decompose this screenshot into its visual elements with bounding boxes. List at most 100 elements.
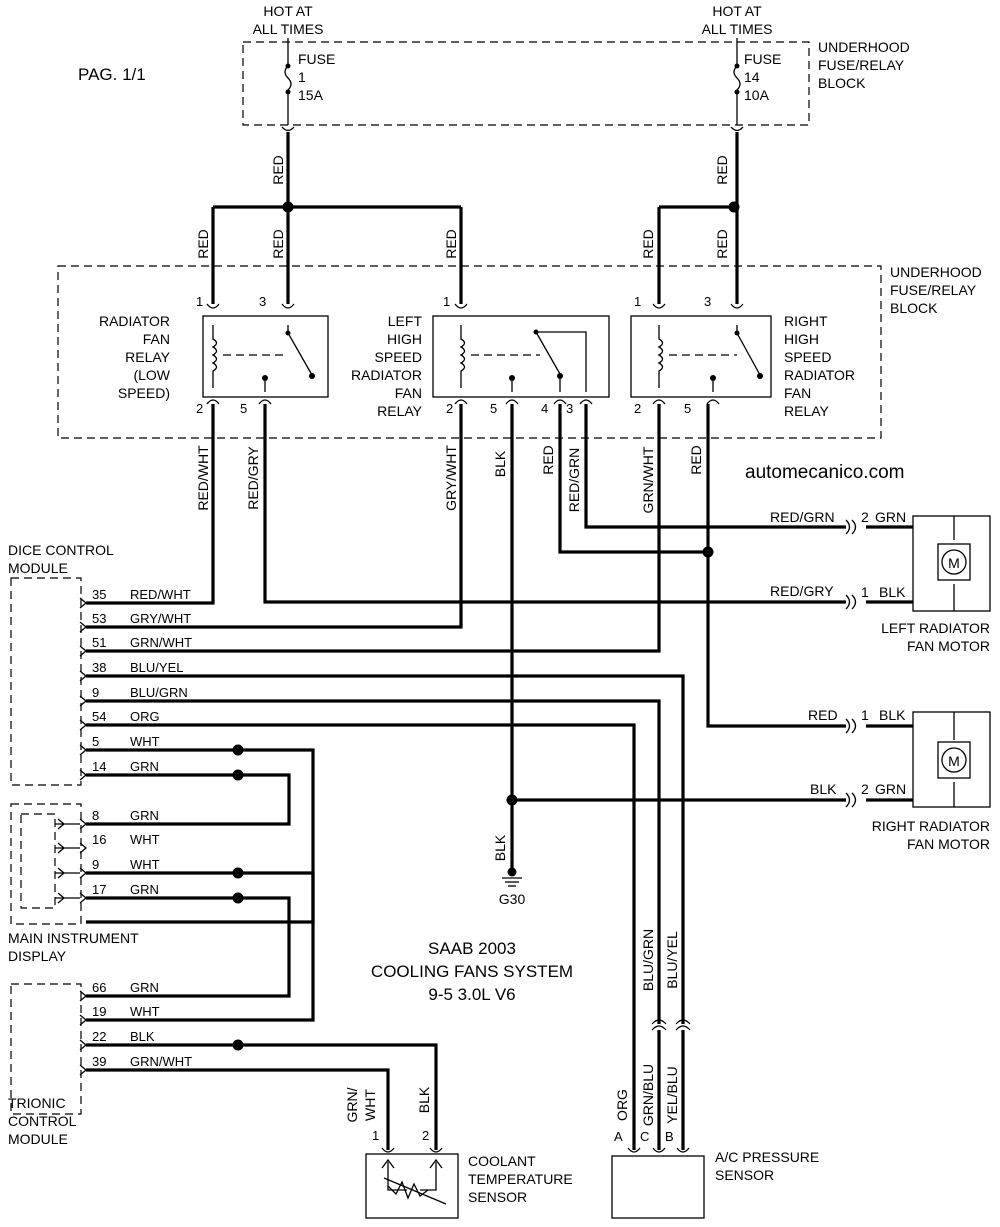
ground-g30: G30 (499, 867, 526, 907)
module-pin-color: ORG (130, 709, 160, 724)
module-pin-number: 35 (92, 587, 106, 602)
hot-label-left: HOT AT ALL TIMES (253, 3, 324, 37)
relay-block-label: UNDERHOOD FUSE/RELAY BLOCK (890, 264, 982, 316)
splice-dot (282, 201, 294, 213)
wire-label: BLK (810, 781, 837, 797)
relay-left-high-speed: LEFT HIGH SPEED RADIATOR FAN RELAY 1 2 5… (351, 294, 610, 419)
motor-pin-color: GRN (875, 781, 906, 797)
module-pin-number: 9 (92, 857, 99, 872)
module-pin-color: WHT (130, 857, 160, 872)
relay-right-l2: HIGH (784, 331, 819, 347)
watermark: automecanico.com (745, 462, 904, 483)
fuse-14-rating: 10A (744, 87, 770, 103)
module-pin-color: WHT (130, 1004, 160, 1019)
module-pin-row: 35 RED/WHT (79, 587, 191, 609)
ac-pressure-sensor: A C B A/C PRESSURE SENSOR (611, 1129, 819, 1219)
wire-label: BLK (492, 450, 508, 477)
module-pin-color: RED/WHT (130, 587, 191, 602)
wire-label: RED (640, 229, 656, 259)
pin-label: 3 (704, 294, 711, 309)
module-pin-color: GRY/WHT (130, 611, 191, 626)
instrument-input-arrow (55, 867, 80, 879)
wire-label: BLU/YEL (664, 931, 680, 989)
coolant-label-2: TEMPERATURE (468, 1171, 573, 1187)
wire-label: RED (808, 707, 838, 723)
wire-label: RED/GRY (770, 583, 834, 599)
relay-left-l4: RADIATOR (351, 367, 422, 383)
ub-line-1: UNDERHOOD (818, 39, 910, 55)
pin-label: B (665, 1129, 674, 1144)
module-pin-number: 51 (92, 635, 106, 650)
module-pin-number: 19 (92, 1004, 106, 1019)
motor-symbol: M (948, 753, 960, 769)
module-pin-number: 17 (92, 882, 106, 897)
wire-label: ORG (614, 1089, 630, 1121)
pin-label: 2 (446, 401, 453, 416)
module-pin-number: 39 (92, 1054, 106, 1069)
motor-pin: 2 (861, 509, 869, 525)
wire-labels: RED RED RED RED RED RED RED RED/WHT RED/… (195, 155, 838, 1126)
module-pin-row: 22 BLK (79, 1029, 155, 1051)
pin-label: 2 (634, 401, 641, 416)
relay-block-outline (57, 265, 882, 439)
module-pin-number: 14 (92, 759, 106, 774)
pin-label: 3 (566, 401, 573, 416)
instrument-input-arrow (55, 818, 80, 830)
rb-line-3: BLOCK (890, 300, 938, 316)
splice-dot (232, 1039, 244, 1051)
pin-label: 1 (196, 294, 203, 309)
lower-wires (86, 404, 846, 1150)
pin-label: 1 (634, 294, 641, 309)
ub-line-3: BLOCK (818, 75, 866, 91)
relay-right-l3: SPEED (784, 349, 831, 365)
relay-low-l1: RADIATOR (99, 313, 170, 329)
hot-line-1: HOT AT (263, 3, 313, 19)
relay-left-l6: RELAY (377, 403, 423, 419)
rb-line-2: FUSE/RELAY (890, 282, 977, 298)
connector-marks (206, 126, 744, 405)
mid-label-2: DISPLAY (8, 948, 67, 964)
motor-label-2: FAN MOTOR (907, 638, 990, 654)
ground-label: G30 (499, 891, 526, 907)
dice-label-2: MODULE (8, 560, 68, 576)
splice-dot (232, 867, 244, 879)
wire-label: GRY/WHT (443, 445, 459, 511)
relay-left-l3: SPEED (375, 349, 422, 365)
fuse-14: FUSE 14 10A (733, 38, 781, 125)
dice-label-1: DICE CONTROL (8, 542, 114, 558)
wire-label: RED/WHT (195, 445, 211, 511)
coolant-temperature-sensor: 1 2 COOLANT TEMPERATURE SENSOR (365, 1128, 573, 1219)
wire-label: GRN/ (344, 1087, 360, 1122)
pin-label: 1 (443, 294, 450, 309)
module-pin-color: BLK (130, 1029, 155, 1044)
module-pin-number: 5 (92, 734, 99, 749)
module-pin-number: 16 (92, 832, 106, 847)
wire-label: BLK (416, 1086, 432, 1113)
splice-dot (728, 201, 740, 213)
module-pin-color: BLU/GRN (130, 685, 188, 700)
motor-symbol: M (948, 555, 960, 571)
hot-label-right: HOT AT ALL TIMES (702, 3, 773, 37)
fuse-1: FUSE 1 15A (284, 38, 335, 125)
fuse-14-number: 14 (744, 69, 760, 85)
splice-dot (232, 892, 244, 904)
relay-low-l4: (LOW (133, 367, 170, 383)
pin-label: 5 (240, 401, 247, 416)
module-pin-number: 22 (92, 1029, 106, 1044)
title-line-1: SAAB 2003 (428, 939, 516, 958)
wire-label: RED/GRN (770, 509, 835, 525)
relay-right-high-speed: RIGHT HIGH SPEED RADIATOR FAN RELAY 1 3 … (630, 294, 855, 419)
coolant-label-3: SENSOR (468, 1189, 527, 1205)
wire-label: RED/GRN (566, 448, 582, 513)
module-pin-number: 38 (92, 660, 106, 675)
